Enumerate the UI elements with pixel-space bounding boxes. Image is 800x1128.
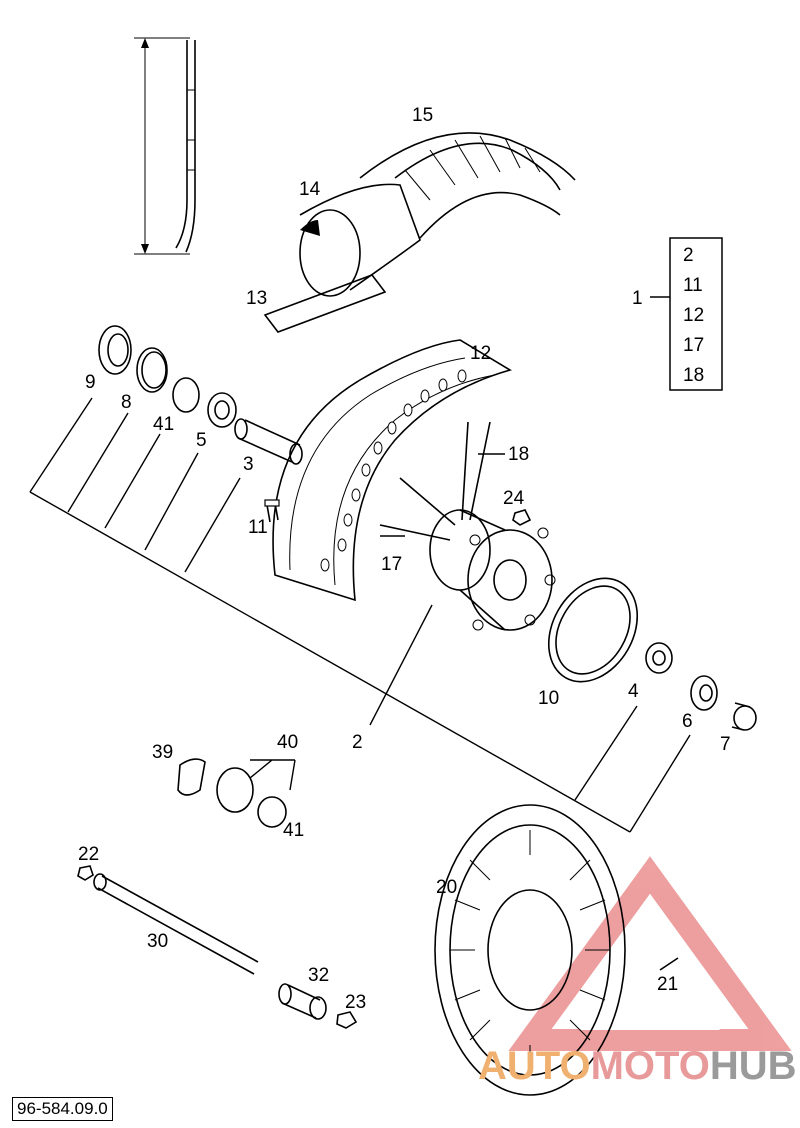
callout-9: 9 (85, 372, 96, 393)
callout-1: 1 (632, 288, 643, 309)
rim-band (263, 274, 387, 333)
kit-box: 2 11 12 17 18 (669, 237, 723, 391)
brake-disc (434, 804, 626, 1096)
left-spacer-set (98, 325, 303, 523)
tire (359, 132, 576, 239)
callout-32: 32 (308, 965, 329, 986)
callout-8: 8 (121, 392, 132, 413)
kit-item: 12 (683, 305, 704, 326)
watermark-part-3: HUB (709, 1044, 797, 1088)
spokes (379, 421, 491, 541)
callout-13: 13 (246, 288, 267, 309)
kit-item: 18 (683, 365, 704, 386)
right-hub-parts (547, 577, 757, 731)
callout-2: 2 (352, 732, 363, 753)
nut-22 (77, 865, 94, 881)
kit-item: 2 (683, 245, 694, 266)
inner-tube (299, 183, 421, 297)
callout-11: 11 (248, 517, 268, 538)
rim (272, 339, 512, 602)
callout-41-speedo: 41 (283, 820, 304, 841)
callout-12: 12 (470, 343, 491, 364)
callout-41-hub: 41 (153, 414, 174, 435)
bolt-24 (512, 509, 532, 526)
callout-15: 15 (412, 105, 433, 126)
bolt-21 (659, 957, 679, 971)
callout-4: 4 (628, 681, 639, 702)
watermark-part-2: MOTO (590, 1044, 710, 1088)
callout-24: 24 (503, 488, 525, 509)
callout-7: 7 (720, 734, 731, 755)
callout-22: 22 (78, 844, 99, 865)
speedo-drive (177, 758, 287, 828)
callout-20: 20 (436, 877, 457, 898)
callout-23: 23 (345, 992, 366, 1013)
callout-14: 14 (299, 179, 321, 200)
callout-39: 39 (152, 742, 173, 763)
spoke-length-detail (134, 37, 196, 255)
kit-item: 17 (683, 335, 704, 356)
callout-18: 18 (508, 444, 529, 465)
kit-item: 11 (683, 275, 703, 296)
drawing-id-label: 96-584.09.0 (12, 1097, 113, 1121)
axle-assembly (77, 865, 358, 1029)
callout-30: 30 (147, 931, 168, 952)
watermark-wordmark: AUTOMOTOHUB (478, 1044, 797, 1089)
callout-40: 40 (277, 732, 298, 753)
callout-labels: 1 2 3 4 5 6 7 8 9 10 11 12 13 14 15 17 1… (78, 105, 731, 1013)
watermark-part-1: AUTO (478, 1044, 591, 1088)
callout-17: 17 (381, 554, 402, 575)
callout-5: 5 (196, 430, 207, 451)
hub (429, 509, 556, 631)
callout-21: 21 (657, 974, 678, 995)
nut-23 (336, 1011, 358, 1029)
callout-10: 10 (538, 688, 559, 709)
watermark-logo (508, 856, 792, 1051)
callout-6: 6 (682, 711, 693, 732)
leader-lines (29, 296, 691, 833)
callout-3: 3 (243, 454, 254, 475)
